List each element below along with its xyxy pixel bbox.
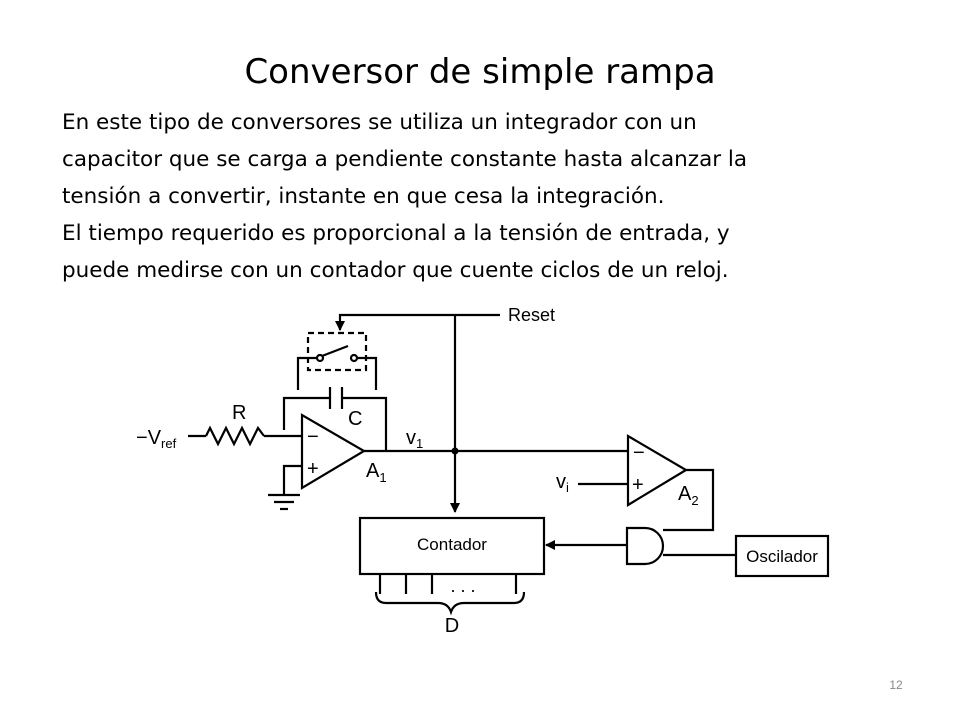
switch-left-wire xyxy=(296,356,317,390)
body-line: puede medirse con un contador que cuente… xyxy=(62,258,729,283)
and-gate xyxy=(625,526,665,566)
a2-output-wire xyxy=(663,468,715,532)
switch-contact-right xyxy=(349,353,359,363)
body-line: En este tipo de conversores se utiliza u… xyxy=(62,110,697,135)
v1-label: v1 xyxy=(406,427,423,451)
resistor xyxy=(205,425,265,447)
switch-blade xyxy=(321,344,349,358)
output-label: D xyxy=(445,615,459,637)
reset-switch-box xyxy=(306,331,368,372)
body-line: tensión a convertir, instante en que ces… xyxy=(62,184,665,209)
a2-minus-sign: − xyxy=(633,442,645,464)
counter-label: Contador xyxy=(417,535,487,554)
oscillator-block xyxy=(734,534,830,578)
switch-right-wire xyxy=(357,356,378,390)
resistor-label: R xyxy=(232,402,246,424)
reset-to-switch-wire xyxy=(335,313,455,331)
output-brace xyxy=(374,591,526,616)
vref-label: −Vref xyxy=(136,427,177,451)
counter-block xyxy=(358,516,546,576)
opamp-a1 xyxy=(300,413,367,490)
a2-label: A2 xyxy=(678,483,699,508)
a2-plus-sign: + xyxy=(632,474,644,496)
counter-dots: . . . xyxy=(450,576,475,596)
capacitor-left-wire xyxy=(282,396,330,430)
a1-plus-ground-wire xyxy=(282,464,302,495)
page-number: 12 xyxy=(889,678,903,692)
a1-label: A1 xyxy=(366,460,387,485)
slide-title: Conversor de simple rampa xyxy=(244,52,716,92)
capacitor-right-wire xyxy=(342,396,388,450)
a1-plus-sign: + xyxy=(307,458,319,480)
a1-minus-sign: − xyxy=(307,426,319,448)
capacitor-label: C xyxy=(348,408,362,430)
oscillator-label: Oscilador xyxy=(746,547,818,566)
body-line: El tiempo requerido es proporcional a la… xyxy=(62,221,730,246)
junction-dot xyxy=(451,447,459,455)
opamp-a2 xyxy=(626,434,689,507)
slide-body: En este tipo de conversores se utiliza u… xyxy=(62,104,922,289)
reset-label: Reset xyxy=(508,305,555,325)
body-line: capacitor que se carga a pendiente const… xyxy=(62,147,748,172)
vi-label: vi xyxy=(556,471,569,495)
